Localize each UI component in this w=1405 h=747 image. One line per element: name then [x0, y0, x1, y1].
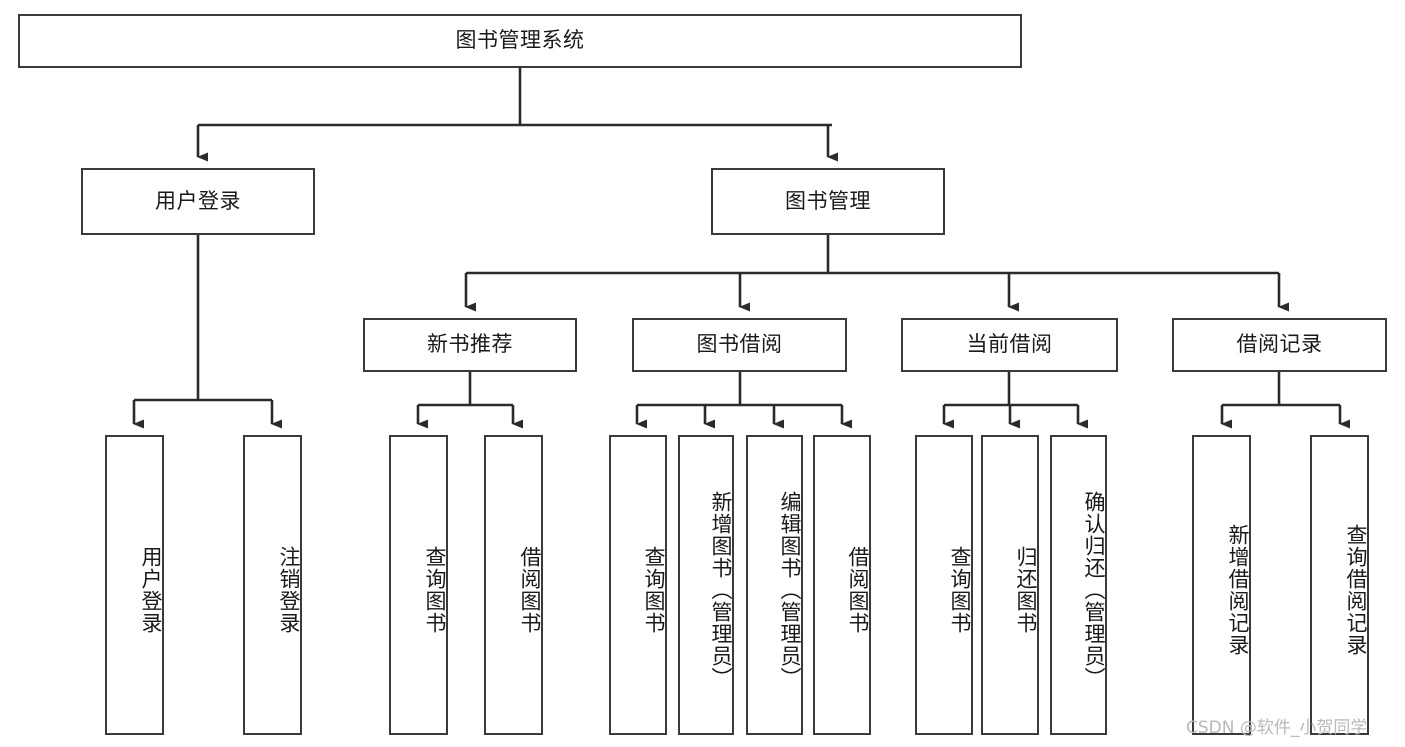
node-label: 用户登录: [139, 546, 163, 634]
node-leaf-recommend-query-book[interactable]: 查询图书: [389, 435, 448, 735]
node-borrow-record[interactable]: 借阅记录: [1172, 318, 1387, 372]
node-label: 新增借阅记录: [1226, 524, 1250, 656]
node-leaf-borrow-query-book[interactable]: 查询图书: [609, 435, 667, 735]
node-new-book-recommend[interactable]: 新书推荐: [363, 318, 577, 372]
node-leaf-current-return-book[interactable]: 归还图书: [981, 435, 1039, 735]
node-label: 用户登录: [155, 188, 241, 213]
node-label: 查询图书: [948, 546, 972, 634]
node-label: 查询图书: [423, 546, 447, 634]
node-label: 确认归还（管理员）: [1082, 491, 1106, 689]
node-leaf-record-add-record[interactable]: 新增借阅记录: [1192, 435, 1251, 735]
node-root-book-management-system[interactable]: 图书管理系统: [18, 14, 1022, 68]
node-label: 查询借阅记录: [1344, 524, 1368, 656]
node-label: 新书推荐: [427, 332, 513, 357]
watermark: CSDN @软件_小贺同学: [1186, 718, 1368, 738]
node-current-borrow[interactable]: 当前借阅: [901, 318, 1118, 372]
node-label: 注销登录: [277, 546, 301, 634]
node-leaf-borrow-borrow-book[interactable]: 借阅图书: [813, 435, 871, 735]
node-leaf-current-confirm-return-admin[interactable]: 确认归还（管理员）: [1050, 435, 1107, 735]
node-label: 借阅记录: [1236, 332, 1323, 357]
node-label: 当前借阅: [966, 332, 1053, 357]
node-label: 图书管理: [785, 188, 871, 213]
node-label: 图书借阅: [696, 332, 783, 357]
node-leaf-user-login-logout[interactable]: 注销登录: [243, 435, 302, 735]
node-leaf-borrow-edit-book-admin[interactable]: 编辑图书（管理员）: [746, 435, 803, 735]
node-book-management[interactable]: 图书管理: [711, 168, 945, 235]
node-label: 归还图书: [1014, 546, 1038, 634]
node-label: 新增图书（管理员）: [709, 491, 733, 689]
node-user-login[interactable]: 用户登录: [81, 168, 315, 235]
node-leaf-current-query-book[interactable]: 查询图书: [915, 435, 973, 735]
node-label: 借阅图书: [846, 546, 870, 634]
node-label: 借阅图书: [518, 546, 542, 634]
node-leaf-borrow-add-book-admin[interactable]: 新增图书（管理员）: [678, 435, 734, 735]
node-leaf-record-query-record[interactable]: 查询借阅记录: [1310, 435, 1369, 735]
node-label: 图书管理系统: [455, 28, 585, 53]
node-book-borrow[interactable]: 图书借阅: [632, 318, 847, 372]
node-leaf-user-login-login[interactable]: 用户登录: [105, 435, 164, 735]
node-leaf-recommend-borrow-book[interactable]: 借阅图书: [484, 435, 543, 735]
node-label: 查询图书: [642, 546, 666, 634]
node-label: 编辑图书（管理员）: [778, 491, 802, 689]
